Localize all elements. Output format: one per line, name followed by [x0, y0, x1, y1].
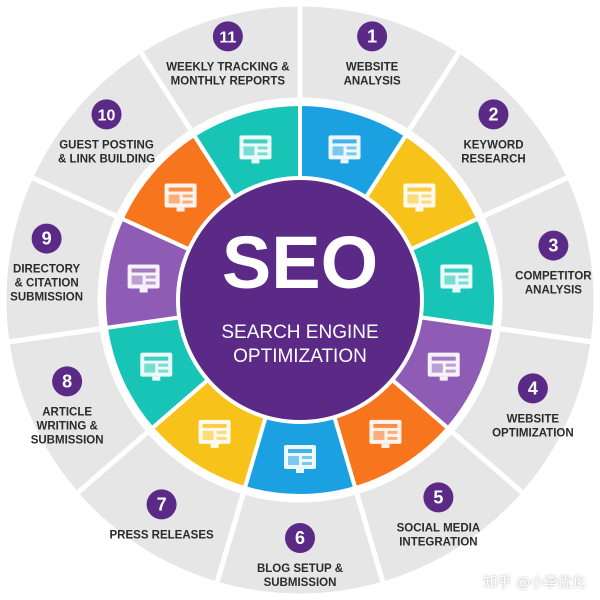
step-badge-5	[423, 482, 454, 513]
step-label-8-line-2: WRITING &	[36, 420, 97, 432]
step-label-3-line-1: COMPETITOR	[515, 271, 592, 283]
step-number-8: 8	[62, 371, 72, 391]
step-label-9-line-1: DIRECTORY	[13, 264, 80, 276]
step-badge-7	[146, 489, 177, 520]
step-badge-9	[31, 223, 62, 254]
step-badge-3	[538, 230, 569, 261]
step-label-10-line-2: & LINK BUILDING	[58, 153, 155, 165]
step-number-3: 3	[548, 236, 558, 256]
step-label-5-line-2: INTEGRATION	[399, 536, 477, 548]
inner-ring	[102, 101, 498, 498]
step-number-4: 4	[528, 378, 538, 398]
step-label-6-line-2: SUBMISSION	[264, 577, 337, 589]
step-label-7-line-1: PRESS RELEASES	[110, 529, 214, 541]
search-lens-icon	[127, 264, 160, 293]
step-number-11: 11	[219, 29, 236, 46]
step-number-5: 5	[433, 487, 443, 507]
step-label-10-line-1: GUEST POSTING	[59, 139, 154, 151]
step-label-6-line-1: BLOG SETUP &	[257, 563, 343, 575]
dashboard-chart-icon	[427, 352, 460, 381]
watermark-text: 知乎 @小李优化	[483, 575, 586, 591]
step-number-1: 1	[367, 26, 377, 46]
step-badge-1	[357, 21, 388, 52]
monitor-profile-icon	[440, 264, 473, 293]
step-label-11-line-1: WEEKLY TRACKING &	[166, 61, 289, 73]
website-layout-icon	[328, 135, 361, 164]
step-badge-2	[478, 99, 509, 130]
rocket-monitor-icon	[284, 445, 316, 473]
step-label-3-line-2: ANALYSIS	[525, 285, 582, 297]
step-number-10: 10	[98, 107, 116, 124]
center-circle	[176, 176, 424, 424]
center-subtitle-line2: OPTIMIZATION	[233, 346, 367, 367]
step-badge-8	[52, 366, 83, 397]
press-document-icon	[198, 419, 231, 448]
step-label-8-line-3: SUBMISSION	[31, 434, 104, 446]
step-number-2: 2	[488, 104, 498, 124]
step-label-9-line-2: & CITATION	[15, 278, 79, 290]
magnifier-icon	[403, 183, 436, 212]
step-number-6: 6	[295, 528, 305, 548]
step-badge-11	[212, 21, 243, 52]
step-number-7: 7	[157, 494, 167, 514]
step-label-9-line-3: SUBMISSION	[10, 292, 83, 304]
step-label-4-line-2: OPTIMIZATION	[492, 427, 574, 439]
step-badge-4	[517, 373, 548, 404]
report-clock-icon	[239, 135, 272, 164]
step-number-9: 9	[42, 229, 52, 249]
center-subtitle-line1: SEARCH ENGINE	[221, 322, 378, 343]
step-label-8-line-1: ARTICLE	[42, 406, 92, 418]
step-label-2-line-2: RESEARCH	[461, 153, 526, 165]
step-label-4-line-1: WEBSITE	[507, 413, 560, 425]
world-map-icon	[164, 183, 197, 212]
step-badge-10	[91, 99, 122, 130]
step-label-1-line-1: WEBSITE	[346, 61, 399, 73]
step-label-1-line-2: ANALYSIS	[344, 75, 401, 87]
center-circle-group: SEO SEARCH ENGINE OPTIMIZATION	[176, 176, 424, 424]
step-label-2-line-1: KEYWORD	[463, 139, 523, 151]
step-label-5-line-1: SOCIAL MEDIA	[397, 522, 481, 534]
center-title: SEO	[222, 221, 378, 304]
step-label-11-line-2: MONTHLY REPORTS	[171, 75, 286, 87]
like-chat-icon	[369, 419, 402, 448]
step-badge-6	[285, 523, 315, 553]
article-page-icon	[140, 352, 173, 381]
outer-segment-11	[136, 1, 303, 136]
